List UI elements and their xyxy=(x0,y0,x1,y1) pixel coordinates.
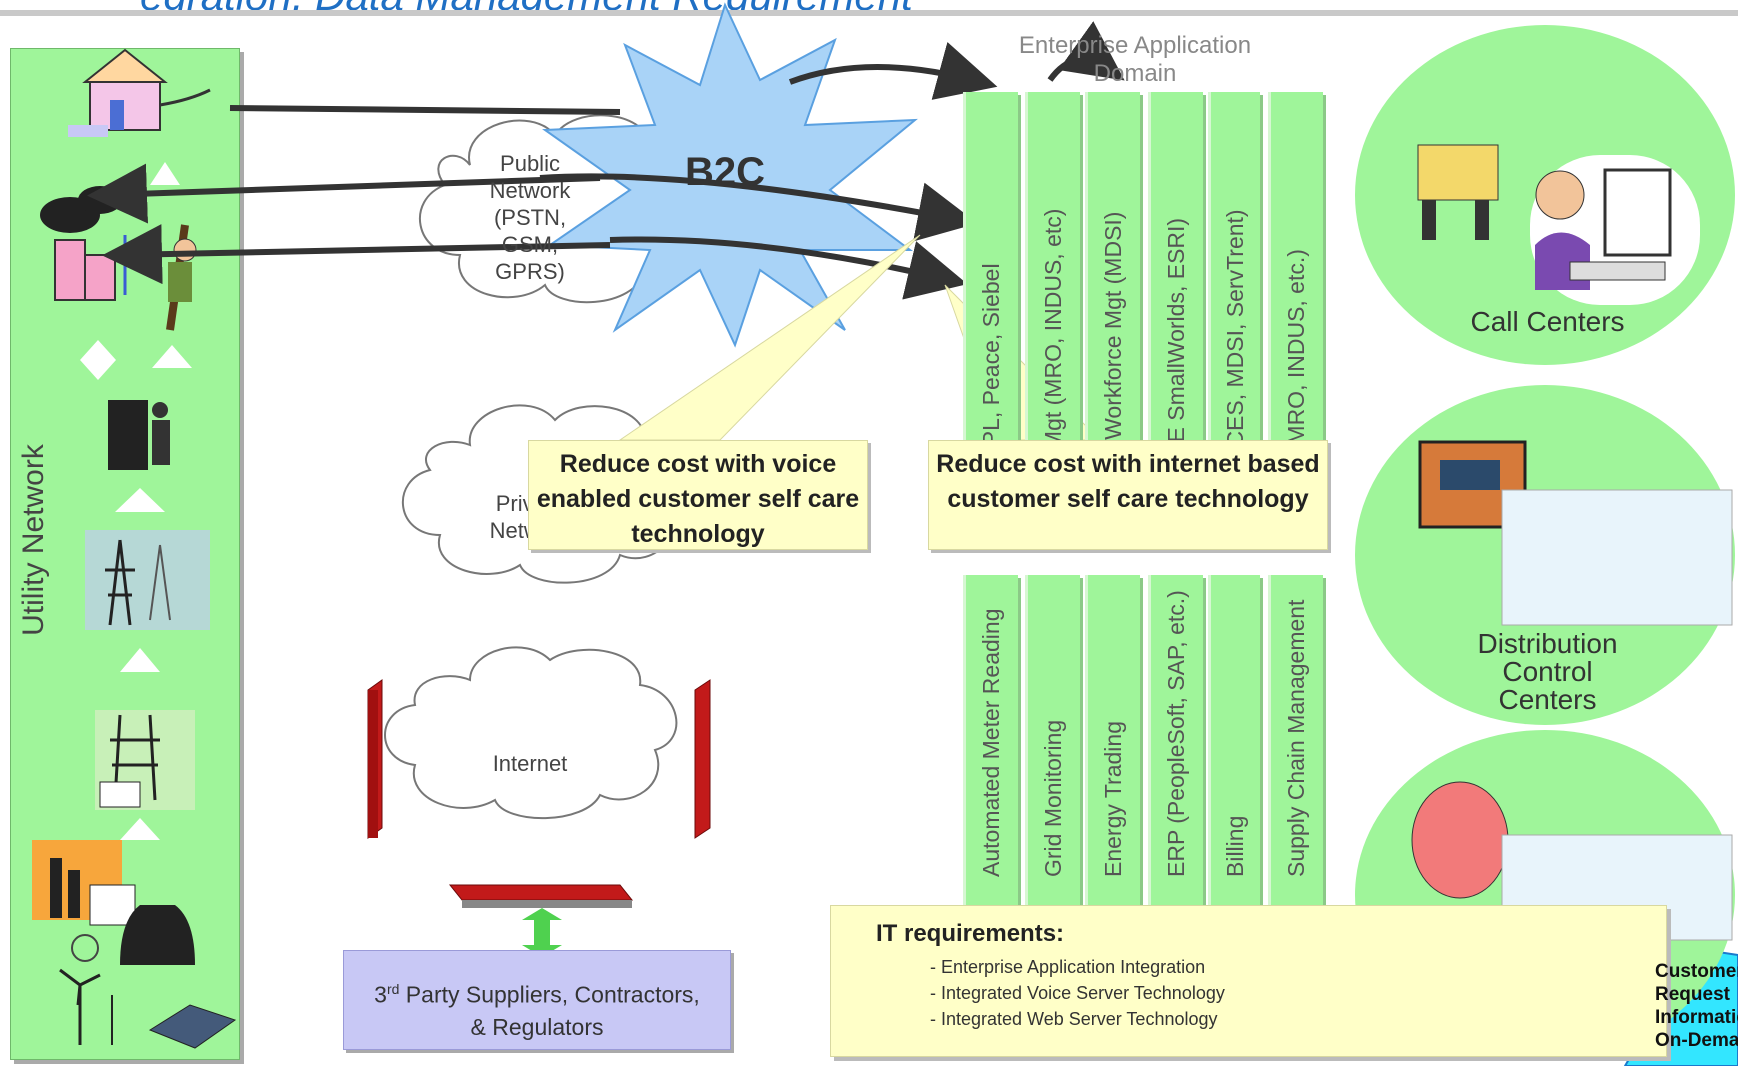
bottom-column-label: ERP (PeopleSoft, SAP, etc.) xyxy=(1163,590,1189,877)
enterprise-domain-label: Enterprise Application Domain xyxy=(1018,32,1252,87)
b2c-burst xyxy=(542,2,918,348)
firewall-icon xyxy=(367,679,711,908)
bottom-column-label: Billing xyxy=(1221,815,1248,877)
bottom-column: Automated Meter Reading xyxy=(963,575,1018,910)
call-centers-label: Call Centers xyxy=(1470,306,1625,337)
bottom-column-label: Energy Trading xyxy=(1100,721,1126,877)
it-requirement-item: - Integrated Voice Server Technology xyxy=(930,983,1225,1003)
bottom-column: Billing xyxy=(1208,575,1260,910)
switchgear-icon xyxy=(108,400,170,470)
it-requirements-box xyxy=(830,905,1667,1057)
voice-callout: Reduce cost with voice enabled customer … xyxy=(528,440,868,550)
lineman-icon xyxy=(123,224,197,331)
utility-flow-arrows xyxy=(80,162,192,840)
power-plant-icon xyxy=(40,186,122,301)
page-title: egration, Data Management Requirement xyxy=(0,0,1738,12)
connection-arrows xyxy=(87,21,1125,300)
title-divider xyxy=(0,10,1738,16)
internet-label: Internet xyxy=(492,751,568,776)
transmission-icon xyxy=(95,710,195,810)
it-requirement-item: - Integrated Web Server Technology xyxy=(930,1009,1218,1029)
internet-cloud xyxy=(384,646,678,820)
bottom-column: ERP (PeopleSoft, SAP, etc.) xyxy=(1148,575,1203,910)
house-icon xyxy=(68,48,211,137)
customer-request-burst-label: CustomerRequestInformationOn-Demand xyxy=(1655,961,1738,1051)
it-requirement-item: - Enterprise Application Integration xyxy=(930,957,1206,977)
nuclear-plant-icon xyxy=(71,905,195,965)
bottom-column-label: Supply Chain Management xyxy=(1283,599,1309,877)
bottom-column: Supply Chain Management xyxy=(1268,575,1323,910)
b2c-label: B2C xyxy=(684,150,766,194)
it-requirements-title: IT requirements: xyxy=(876,920,1065,947)
third-party-link-arrow xyxy=(522,908,562,957)
substation-icon xyxy=(85,530,210,630)
internet-callout: Reduce cost with internet based customer… xyxy=(928,440,1328,550)
third-party-box: 3rd Party Suppliers, Contractors, & Regu… xyxy=(343,950,731,1050)
factory-icon xyxy=(32,840,136,926)
bottom-column-label: Automated Meter Reading xyxy=(978,608,1004,878)
bottom-column-label: Grid Monitoring xyxy=(1040,719,1066,877)
bottom-column: Energy Trading xyxy=(1085,575,1140,910)
solar-panel-icon xyxy=(148,1004,237,1049)
wind-turbine-icon xyxy=(59,968,113,1045)
bottom-column: Grid Monitoring xyxy=(1025,575,1080,910)
